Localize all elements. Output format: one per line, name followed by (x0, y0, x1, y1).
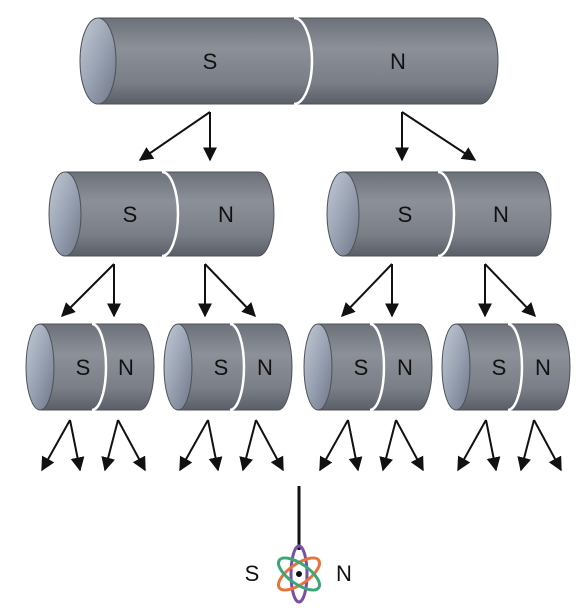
pole-divider (293, 16, 314, 106)
north-pole-label: N (257, 355, 273, 380)
magnet-end-face (303, 323, 333, 411)
magnet-end-face (163, 323, 193, 411)
atom-dipole: S N (245, 486, 352, 604)
split-arrow (484, 263, 536, 318)
atom-north-label: N (336, 561, 352, 586)
pole-divider (161, 170, 180, 258)
south-pole-label: S (214, 355, 229, 380)
magnet-level-3-2: S N (163, 322, 293, 412)
arrows-level-1-to-2 (138, 111, 477, 162)
pole-divider (507, 322, 524, 412)
atom-icon (277, 544, 321, 604)
split-arrow (179, 419, 209, 472)
split-arrow (207, 419, 223, 472)
pole-divider (369, 322, 386, 412)
split-arrow (395, 419, 424, 472)
magnet-body (317, 323, 433, 411)
magnet-body (177, 323, 293, 411)
nucleus (296, 571, 302, 577)
orbit-orange (277, 556, 321, 592)
split-arrow (204, 263, 256, 318)
split-arrow (319, 419, 349, 472)
magnet-level-1: S N (79, 16, 499, 106)
north-pole-label: N (535, 355, 551, 380)
magnet-end-face (48, 171, 82, 257)
split-arrow (41, 419, 71, 472)
south-pole-label: S (203, 49, 218, 74)
split-arrow (61, 263, 115, 317)
pole-divider (229, 322, 246, 412)
magnet-end-face (326, 171, 360, 257)
magnet-level-2-left: S N (48, 170, 275, 258)
orbit-vertical (289, 544, 309, 604)
pole-divider (91, 322, 108, 412)
north-pole-label: N (218, 202, 234, 227)
magnet-level-2-right: S N (326, 170, 552, 258)
magnet-body (39, 323, 155, 411)
north-pole-label: N (397, 355, 413, 380)
pole-divider (437, 170, 456, 258)
split-arrow (255, 419, 284, 472)
split-arrow (401, 111, 477, 161)
magnet-body (455, 323, 571, 411)
split-arrow (457, 419, 487, 472)
arrows-level-2-to-3 (61, 263, 536, 318)
magnet-end-face (441, 323, 471, 411)
split-arrow (485, 419, 501, 472)
split-arrow (117, 419, 146, 472)
magnet-level-3-1: S N (25, 322, 155, 412)
south-pole-label: S (492, 355, 507, 380)
split-arrow (379, 419, 397, 472)
split-arrow (138, 111, 211, 161)
split-arrow (239, 419, 257, 472)
magnet-body (342, 171, 552, 257)
split-arrow (533, 419, 562, 472)
split-arrow (517, 419, 535, 472)
magnet-level-3-4: S N (441, 322, 571, 412)
south-pole-label: S (76, 355, 91, 380)
orbit-green (277, 556, 321, 592)
north-pole-label: N (493, 202, 509, 227)
arrows-level-3-to-4 (41, 419, 562, 472)
split-arrow (101, 419, 119, 472)
magnet-body (64, 171, 275, 257)
south-pole-label: S (354, 355, 369, 380)
split-arrow (347, 419, 363, 472)
atom-south-label: S (245, 561, 260, 586)
north-pole-label: N (118, 355, 134, 380)
magnet-level-3-3: S N (303, 322, 433, 412)
split-arrow (341, 263, 393, 318)
magnet-body (97, 17, 499, 105)
magnet-end-face (25, 323, 55, 411)
magnet-end-face (79, 17, 117, 105)
split-arrow (69, 419, 85, 472)
north-pole-label: N (390, 49, 406, 74)
south-pole-label: S (398, 202, 413, 227)
south-pole-label: S (123, 202, 138, 227)
